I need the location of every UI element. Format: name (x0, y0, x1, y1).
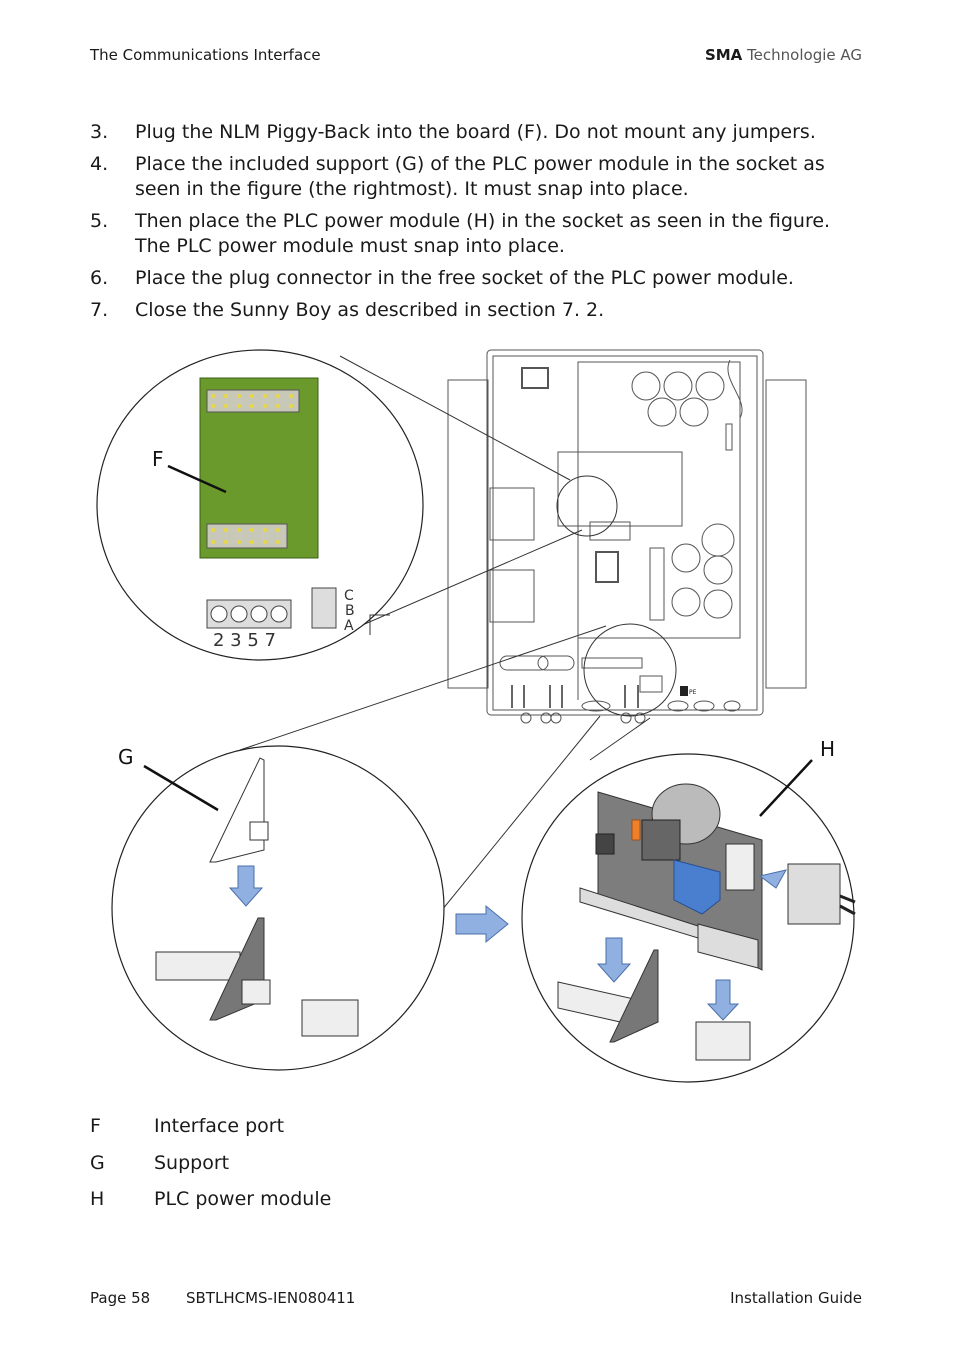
legend-text: Support (154, 1151, 230, 1174)
figure-label-g: G (118, 745, 134, 769)
step-text: Place the included support (G) of the PL… (135, 153, 825, 200)
running-header-title: The Communications Interface (90, 46, 321, 64)
pin-header-bottom (206, 523, 288, 549)
step-number: 4. (90, 153, 109, 175)
legend-key: F (90, 1115, 101, 1138)
socket-right (301, 999, 359, 1037)
insert-arrow-h-right (706, 979, 740, 1021)
installation-figure: PE 2 3 5 7 C B A F (96, 349, 856, 1083)
step-number: 7. (90, 299, 109, 321)
terminal-numbers: 2 3 5 7 (213, 630, 276, 651)
callout-line-g (143, 764, 219, 812)
module-connector (725, 843, 755, 891)
step-number: 3. (90, 121, 109, 143)
step-item: 7. Close the Sunny Boy as described in se… (90, 298, 864, 323)
legend-item: H PLC power module (90, 1181, 331, 1218)
brand-name: SMA (704, 46, 743, 64)
legend-text: Interface port (154, 1115, 285, 1138)
running-header-brand: SMA Technologie AG (705, 46, 862, 64)
jumper-label-c: C (344, 588, 354, 604)
legend-key: H (90, 1188, 105, 1211)
step-number: 5. (90, 210, 109, 232)
inverter-cable-glands (511, 685, 639, 708)
insert-arrow-g (228, 865, 264, 907)
relay-orange (631, 819, 641, 841)
brand-rest: Technologie AG (747, 46, 862, 64)
callout-line-f (167, 464, 227, 494)
footer-doc-code: SBTLHCMS-IEN080411 (186, 1289, 356, 1307)
socket-left (155, 951, 241, 981)
legend-item: F Interface port (90, 1108, 331, 1145)
step-text: Plug the NLM Piggy-Back into the board (… (135, 121, 816, 143)
plug-connector (787, 863, 841, 925)
step-text: Then place the PLC power module (H) in t… (135, 210, 831, 257)
jumper-label-a: A (344, 618, 354, 634)
transition-arrow (455, 904, 509, 944)
figure-label-h: H (820, 737, 835, 761)
step-text: Place the plug connector in the free soc… (135, 267, 794, 289)
module-blue-part (673, 859, 721, 915)
zoom-target-gh (583, 623, 677, 717)
pe-terminal (680, 686, 688, 696)
legend-key: G (90, 1151, 105, 1174)
step-item: 4. Place the included support (G) of the … (90, 152, 864, 202)
inverter-housing (447, 349, 807, 724)
insert-arrow-h-left (596, 937, 632, 983)
step-number: 6. (90, 267, 109, 289)
pe-label: PE (689, 689, 697, 696)
footer-guide-title: Installation Guide (730, 1289, 862, 1307)
pin-header-top (206, 389, 300, 413)
callout-line-h (759, 759, 813, 817)
footer-page-number: Page 58 (90, 1289, 151, 1307)
figure-legend: F Interface port G Support H PLC power modu… (90, 1108, 331, 1218)
legend-item: G Support (90, 1145, 331, 1182)
zoom-target-f (556, 475, 618, 537)
step-item: 3. Plug the NLM Piggy-Back into the board… (90, 120, 864, 145)
figure-label-f: F (152, 447, 164, 471)
header-pins (211, 394, 293, 544)
legend-text: PLC power module (154, 1188, 332, 1211)
zoom-circle-g (111, 745, 445, 1071)
step-item: 6. Place the plug connector in the free s… (90, 266, 864, 291)
zoom-circle-f: 2 3 5 7 C B A (96, 349, 424, 661)
step-text: Close the Sunny Boy as described in sect… (135, 299, 605, 321)
jumper-block (311, 587, 337, 629)
instruction-steps: 3. Plug the NLM Piggy-Back into the board… (90, 120, 864, 330)
insert-arrow-plug (758, 869, 787, 889)
step-item: 5. Then place the PLC power module (H) in… (90, 209, 864, 259)
jumper-label-b: B (345, 603, 355, 619)
zoom-circle-h (521, 753, 856, 1083)
